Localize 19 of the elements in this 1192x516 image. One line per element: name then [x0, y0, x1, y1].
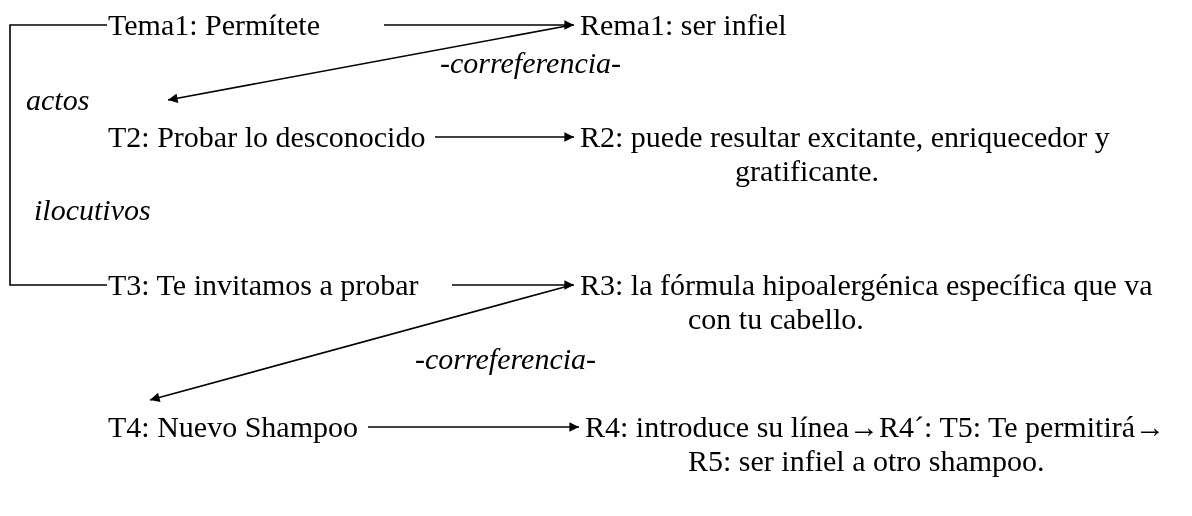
node-text: Rema1: ser infiel: [580, 8, 787, 42]
bracket-label: actos: [26, 83, 90, 117]
arrow: [149, 284, 573, 403]
arrow: [167, 24, 573, 103]
node-text: T2: Probar lo desconocido: [108, 120, 426, 154]
node-text: Tema1: Permítete: [108, 8, 320, 42]
bracket-line: [9, 24, 108, 286]
node-text: T3: Te invitamos a probar: [108, 268, 419, 302]
arrow: [383, 20, 575, 30]
bracket-label: ilocutivos: [34, 193, 151, 227]
arrow: [367, 422, 580, 432]
edge-label: -correferencia-: [440, 46, 622, 80]
arrow: [451, 280, 575, 290]
node-text: R3: la fórmula hipoalergénica específica que va con tu cabello.: [580, 268, 1192, 336]
node-text: R2: puede resultar excitante, enriquecedor y gratificante.: [580, 120, 1180, 188]
edge-label: -correferencia-: [415, 342, 597, 376]
node-text: R4: introduce su línea→R4´: T5: Te permitirá→ R5: ser infiel a otro shampoo.: [585, 410, 1185, 478]
node-text: T4: Nuevo Shampoo: [108, 410, 358, 444]
arrow: [434, 132, 575, 142]
